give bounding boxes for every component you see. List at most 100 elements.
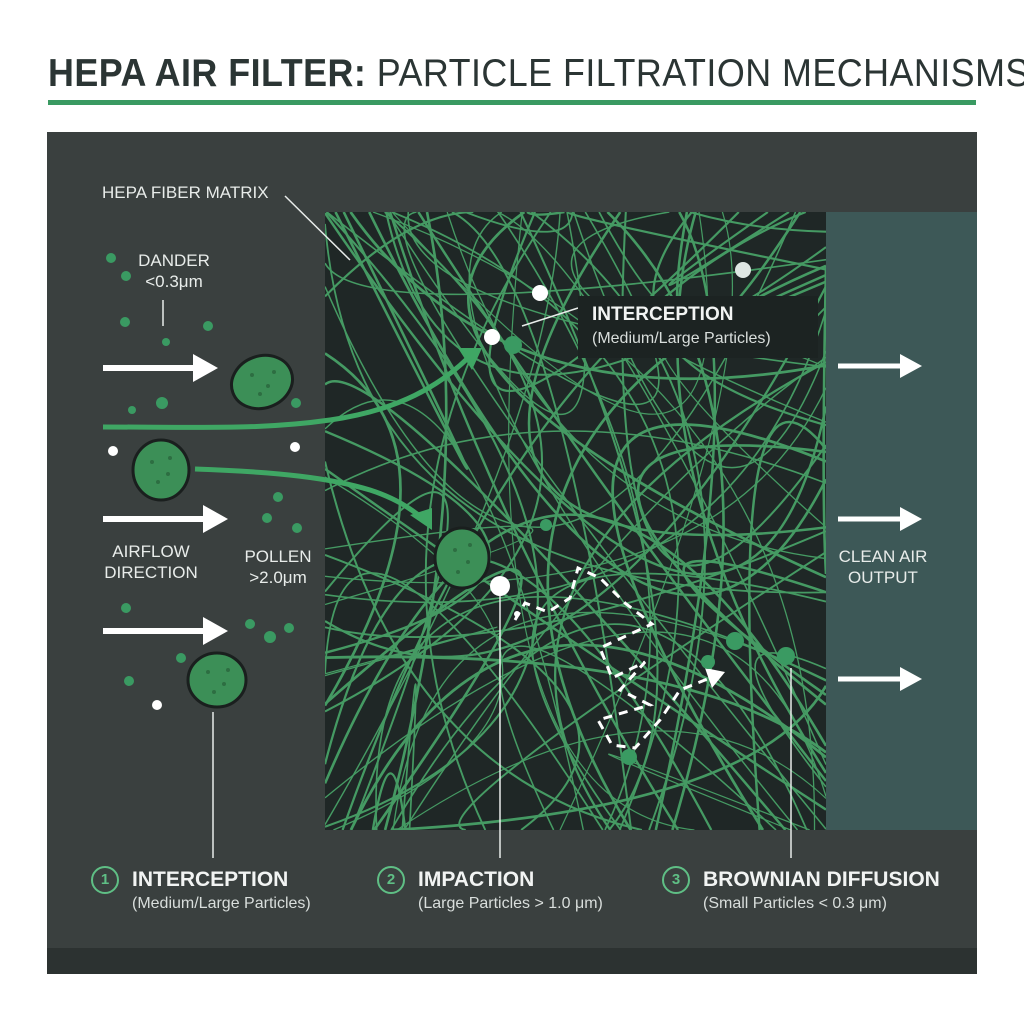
airflow-arrows-out bbox=[838, 354, 922, 691]
fiber-strand bbox=[608, 753, 810, 830]
fiber-strand bbox=[334, 212, 469, 470]
fiber-strand bbox=[611, 423, 826, 830]
fiber-strand bbox=[325, 525, 534, 606]
airflow-label-line1: AIRFLOW bbox=[112, 542, 190, 561]
pollen-grain-4 bbox=[433, 526, 491, 590]
mechanism-1-subtitle: (Medium/Large Particles) bbox=[132, 895, 311, 912]
particle-paths bbox=[102, 348, 482, 530]
fiber-strand bbox=[654, 212, 717, 830]
pollen-grains bbox=[131, 353, 491, 709]
pollen-label-line1: POLLEN bbox=[244, 547, 312, 566]
airflow-arrows-in bbox=[103, 354, 228, 645]
pollen-grain-2 bbox=[131, 438, 191, 502]
fiber-strand bbox=[606, 212, 725, 830]
leader-lines bbox=[162, 300, 792, 858]
mechanism-3-title: BROWNIAN DIFFUSION bbox=[703, 868, 940, 891]
fiber-strand bbox=[325, 476, 504, 830]
fiber-strand bbox=[567, 212, 826, 271]
fiber-strand bbox=[325, 285, 826, 658]
fiber-strand bbox=[383, 212, 448, 830]
airflow-arrow-3-head bbox=[203, 617, 228, 645]
title-light: PARTICLE FILTRATION MECHANISMS bbox=[376, 52, 1024, 95]
fiber-strand bbox=[748, 420, 826, 830]
callout-subtitle: (Medium/Large Particles) bbox=[592, 330, 771, 347]
mechanism-1-number: 1 bbox=[91, 866, 119, 894]
fiber-strand bbox=[467, 212, 826, 579]
dander-label-line2: <0.3μm bbox=[145, 272, 203, 291]
clean-air-label-line1: CLEAN AIR bbox=[838, 547, 928, 566]
mechanism-2-subtitle: (Large Particles > 1.0 μm) bbox=[418, 895, 603, 912]
callout-leader bbox=[521, 307, 579, 327]
clean-air-label: CLEAN AIR OUTPUT bbox=[828, 546, 938, 588]
fiber-strand bbox=[325, 212, 826, 576]
fiber-strand bbox=[325, 212, 474, 298]
pollen-texture bbox=[150, 370, 472, 694]
clean-air-label-line2: OUTPUT bbox=[848, 568, 918, 587]
impaction-path bbox=[194, 466, 424, 520]
mechanism-2-number: 2 bbox=[377, 866, 405, 894]
airflow-arrow-1-head bbox=[193, 354, 218, 382]
pollen-label-line2: >2.0μm bbox=[249, 568, 307, 587]
fiber-strand bbox=[689, 212, 826, 233]
clean-arrow-2-head bbox=[900, 507, 922, 531]
fiber-strand bbox=[325, 553, 581, 830]
dander-label-line1: DANDER bbox=[138, 251, 210, 270]
clean-arrow-3-head bbox=[900, 667, 922, 691]
interception-callout bbox=[578, 296, 818, 358]
fiber-strand bbox=[325, 399, 584, 830]
fiber-strand bbox=[325, 352, 402, 707]
pollen-grain-3 bbox=[186, 651, 248, 709]
fiber-strand bbox=[458, 551, 826, 830]
brownian-path bbox=[513, 565, 716, 750]
panel-footer-band bbox=[47, 948, 977, 974]
fiber-strand bbox=[349, 643, 826, 830]
fiber-strand bbox=[527, 212, 826, 537]
interception-path bbox=[102, 356, 470, 430]
fiber-strand bbox=[401, 683, 417, 830]
mechanism-3-number: 3 bbox=[662, 866, 690, 894]
clean-arrow-1-head bbox=[900, 354, 922, 378]
fiber-strand bbox=[325, 380, 787, 830]
mechanism-1-title: INTERCEPTION bbox=[132, 868, 289, 891]
fiber-strand bbox=[392, 611, 826, 830]
fiber-strand bbox=[822, 267, 826, 575]
interception-path-head bbox=[458, 348, 482, 370]
dander-label: DANDER <0.3μm bbox=[134, 250, 214, 292]
fiber-strand bbox=[325, 430, 826, 492]
title-underline bbox=[48, 100, 976, 105]
callout-title: INTERCEPTION bbox=[592, 304, 734, 325]
fiber-strand bbox=[325, 461, 643, 830]
airflow-label: AIRFLOW DIRECTION bbox=[96, 541, 206, 583]
fiber-strand bbox=[341, 212, 807, 830]
mechanism-3-subtitle: (Small Particles < 0.3 μm) bbox=[703, 895, 887, 912]
pollen-label: POLLEN >2.0μm bbox=[238, 546, 318, 588]
title-bold: HEPA AIR FILTER: bbox=[48, 52, 367, 95]
mechanism-2-title: IMPACTION bbox=[418, 868, 535, 891]
page-title: HEPA AIR FILTER: PARTICLE FILTRATION MEC… bbox=[48, 50, 1024, 98]
fiber-strand bbox=[325, 626, 498, 677]
fiber-strand bbox=[325, 212, 561, 825]
airflow-label-line2: DIRECTION bbox=[104, 563, 198, 582]
fiber-strand bbox=[325, 491, 449, 830]
impaction-path-head bbox=[410, 508, 432, 530]
brownian-path-head bbox=[705, 668, 725, 688]
fiber-strand bbox=[451, 212, 633, 830]
fiber-strand bbox=[682, 559, 826, 696]
fiber-matrix-pointer bbox=[284, 195, 351, 261]
fiber-strand bbox=[325, 223, 826, 594]
fiber-strand bbox=[372, 212, 816, 830]
dander-particles bbox=[106, 253, 795, 765]
fiber-strand bbox=[391, 212, 680, 830]
fiber-strand bbox=[676, 212, 826, 774]
fiber-strand bbox=[371, 772, 407, 830]
fiber-strand bbox=[636, 444, 826, 706]
fiber-strand bbox=[325, 568, 523, 830]
airflow-arrow-2-head bbox=[203, 505, 228, 533]
fine-particles bbox=[108, 262, 751, 710]
fiber-strand bbox=[390, 685, 826, 830]
fiber-strand bbox=[464, 212, 574, 233]
fiber-strand bbox=[498, 645, 777, 830]
pollen-grain-1 bbox=[230, 353, 294, 411]
fiber-strand bbox=[417, 212, 826, 782]
fiber-strand bbox=[325, 513, 826, 784]
